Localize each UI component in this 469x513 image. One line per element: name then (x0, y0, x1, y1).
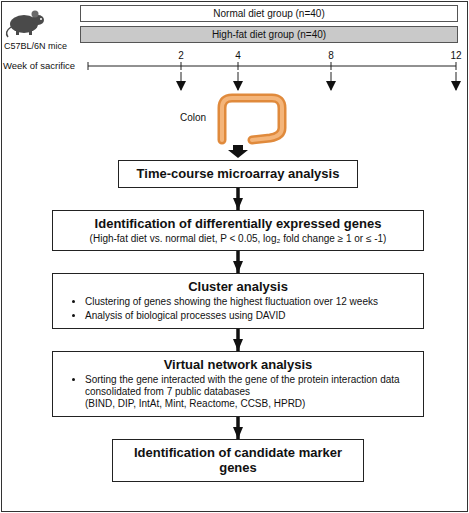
week-number: 4 (235, 50, 241, 61)
node-text: (High-fat diet vs. normal diet, P < 0.05… (63, 233, 413, 244)
process-box: Virtual network analysisSorting the gene… (52, 351, 424, 417)
timeline (88, 62, 456, 90)
flow-arrow (236, 417, 240, 439)
node-title: Identification of differentially express… (63, 216, 413, 231)
flow-arrow (236, 329, 240, 351)
node-text: Clustering of genes showing the highest … (85, 296, 413, 308)
node-title: Time-course microarray analysis (129, 166, 347, 181)
node-title: Virtual network analysis (63, 357, 413, 372)
process-box: Time-course microarray analysis (118, 160, 358, 188)
result-box: Identification of candidate marker genes (112, 439, 364, 482)
node-title: Normal diet group (n=40) (213, 8, 324, 19)
node-text: (BIND, DIP, IntAt, Mint, Reactome, CCSB,… (85, 398, 413, 410)
group-bar: Normal diet group (n=40) (80, 5, 458, 22)
node-title: Identification of candidate marker genes (123, 445, 353, 475)
organ-label: Colon (180, 112, 206, 123)
flow-arrow (236, 251, 240, 273)
week-number: 8 (328, 50, 334, 61)
node-text: Analysis of biological processes using D… (85, 310, 413, 322)
node-text: Sorting the gene interacted with the gen… (85, 374, 413, 398)
strain-label: C57BL/6N mice (4, 41, 67, 51)
mouse-icon (7, 11, 44, 38)
big-arrow (228, 145, 248, 158)
colon-illustration (222, 98, 282, 140)
flow-arrow (236, 188, 240, 210)
node-title: Cluster analysis (63, 279, 413, 294)
process-box: Identification of differentially express… (52, 210, 424, 251)
group-bar: High-fat diet group (n=40) (80, 26, 458, 43)
axis-label: Week of sacrifice (3, 60, 75, 71)
week-number: 2 (178, 50, 184, 61)
process-box: Cluster analysisClustering of genes show… (52, 273, 424, 329)
node-title: High-fat diet group (n=40) (212, 29, 326, 40)
week-number: 12 (450, 50, 461, 61)
